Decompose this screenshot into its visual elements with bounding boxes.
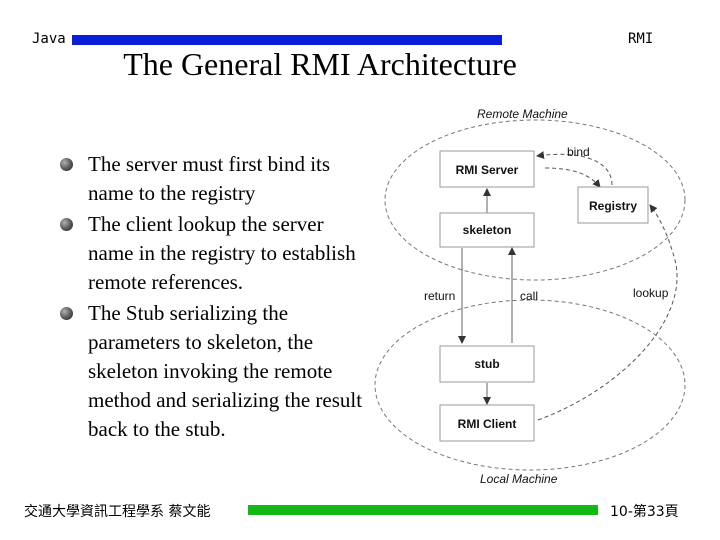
- skeleton-label: skeleton: [463, 223, 512, 237]
- return-label: return: [424, 289, 455, 303]
- bullet-text: The Stub serializing the parameters to s…: [88, 301, 363, 441]
- header-topic-label: RMI: [628, 31, 654, 47]
- remote-machine-label: Remote Machine: [477, 107, 568, 121]
- bind-label: bind: [567, 145, 590, 159]
- lookup-label: lookup: [633, 286, 669, 300]
- bullet-text: The client lookup the server name in the…: [88, 212, 356, 294]
- stub-label: stub: [474, 357, 499, 371]
- bind-arrow: [536, 151, 613, 186]
- registry-box: [577, 186, 649, 224]
- rmi-server-box: [439, 150, 535, 188]
- bullet-icon: [60, 307, 73, 320]
- bullet-list: The server must first bind its name to t…: [60, 150, 370, 446]
- local-machine-label: Local Machine: [480, 472, 558, 486]
- rmi-client-label: RMI Client: [458, 417, 517, 431]
- rmi-server-label: RMI Server: [456, 163, 519, 177]
- bullet-item: The Stub serializing the parameters to s…: [60, 299, 370, 444]
- remote-machine-ellipse: [384, 119, 686, 281]
- bullet-text: The server must first bind its name to t…: [88, 152, 331, 205]
- local-machine-ellipse: [374, 299, 686, 471]
- bullet-icon: [60, 158, 73, 171]
- bullet-icon: [60, 218, 73, 231]
- footer-bar: [248, 505, 598, 515]
- bullet-item: The server must first bind its name to t…: [60, 150, 370, 208]
- bullet-item: The client lookup the server name in the…: [60, 210, 370, 297]
- stub-box: [439, 345, 535, 383]
- rmi-client-box: [439, 404, 535, 442]
- skeleton-box: [439, 212, 535, 248]
- header-bar: [72, 35, 502, 45]
- page-number: 10-第33頁: [610, 504, 679, 520]
- footer-author: 交通大學資訊工程學系 蔡文能: [24, 504, 211, 520]
- registry-label: Registry: [589, 199, 637, 213]
- lookup-arrow: [537, 204, 678, 421]
- call-label: call: [520, 289, 538, 303]
- slide-title: The General RMI Architecture: [123, 46, 517, 82]
- header-course-label: Java: [32, 31, 66, 47]
- registry-arrow: [544, 167, 601, 188]
